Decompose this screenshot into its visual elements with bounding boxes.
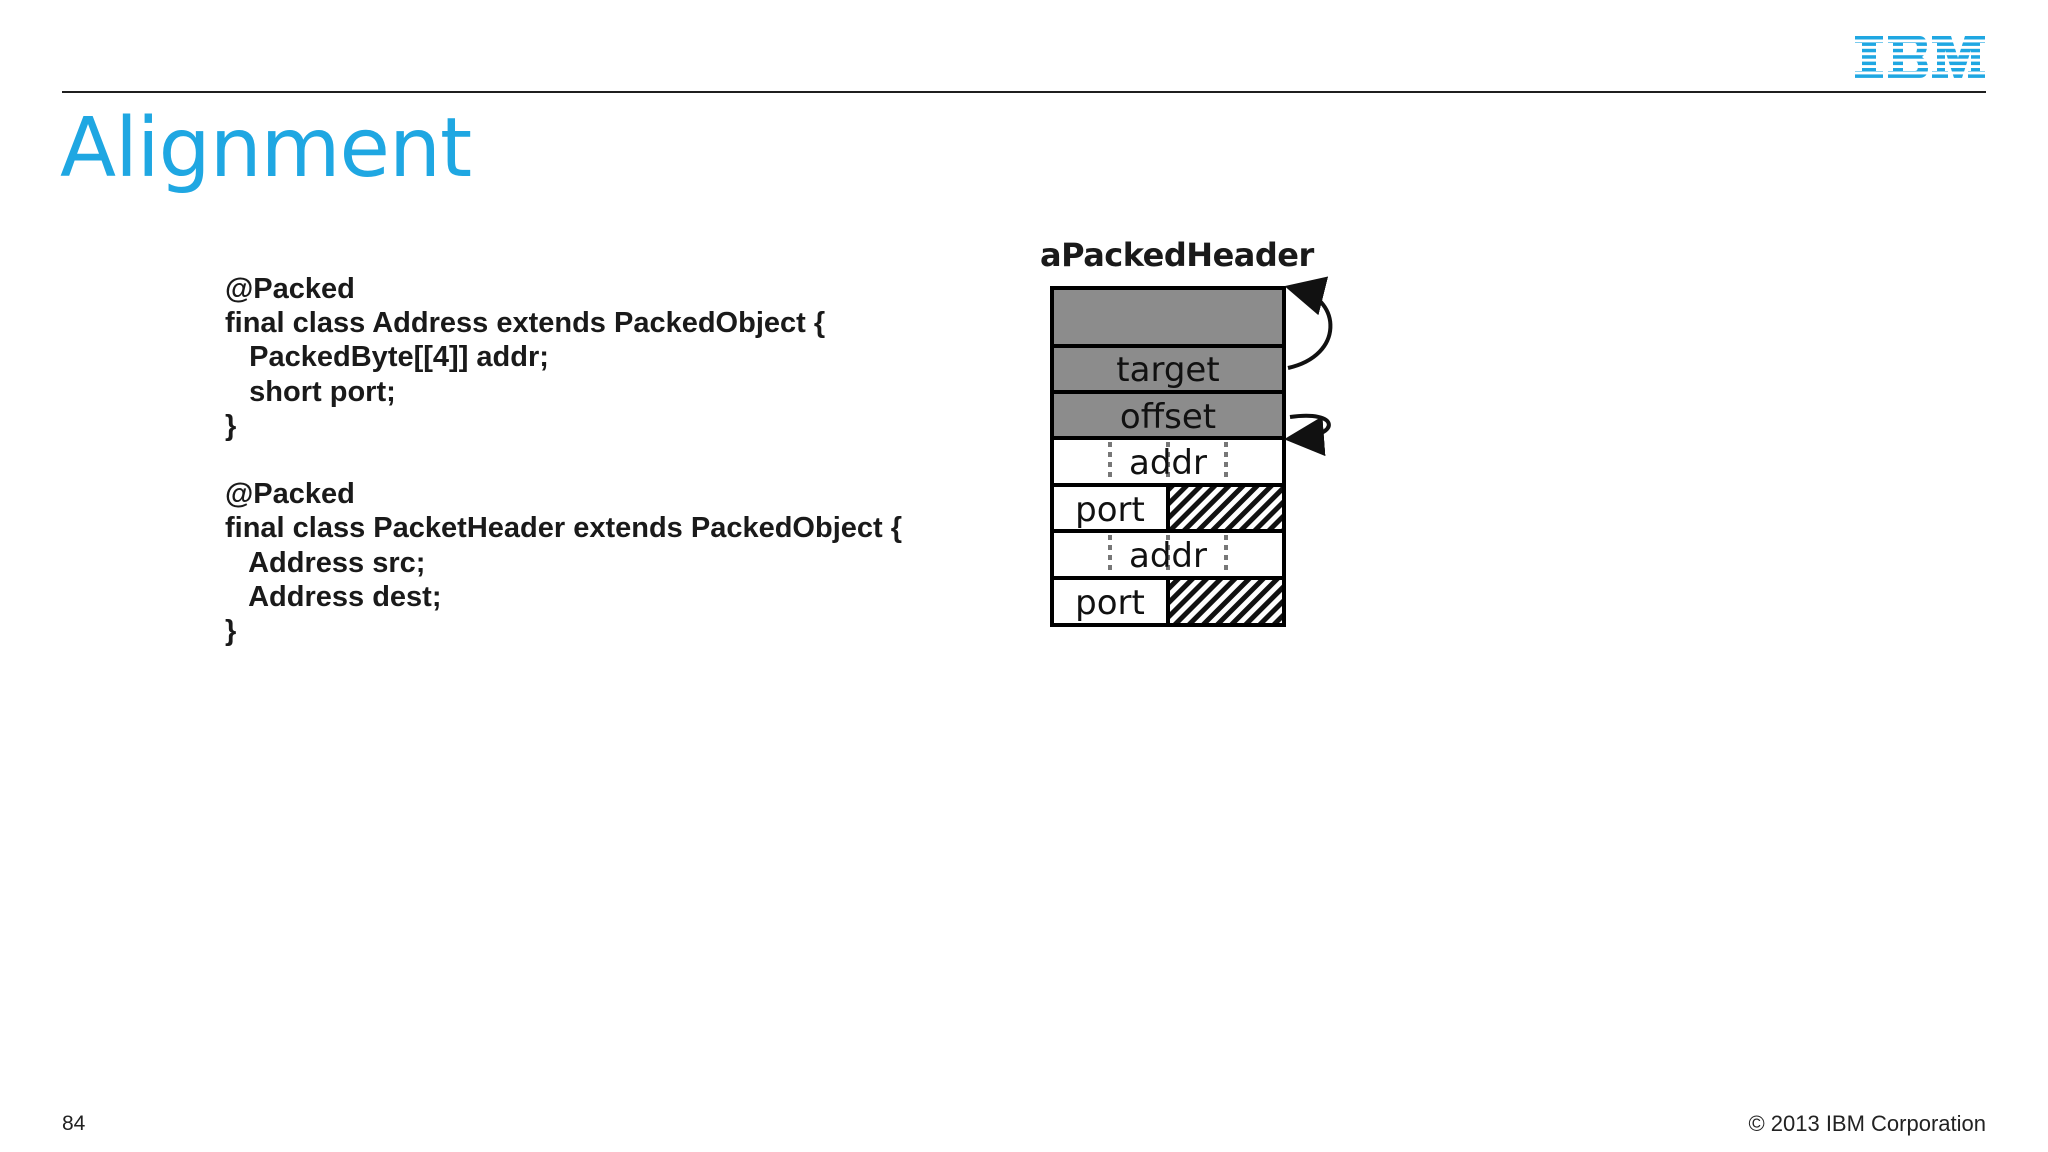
header-rule bbox=[62, 91, 1986, 93]
code-line: @Packed bbox=[225, 478, 355, 511]
code-line: short port; bbox=[225, 375, 396, 408]
port-cell bbox=[1050, 576, 1170, 627]
addr-label: addr bbox=[1129, 536, 1207, 576]
code-line bbox=[225, 443, 902, 477]
packed-header-diagram: target offset addr port addr port bbox=[1050, 276, 1333, 627]
port-label: port bbox=[1075, 490, 1145, 530]
ibm-logo bbox=[1855, 36, 1989, 85]
header-cell bbox=[1050, 286, 1286, 348]
code-line: PackedByte[[4]] addr; bbox=[225, 341, 549, 374]
padding-cell bbox=[1166, 483, 1286, 533]
code-block: @Packed final class Address extends Pack… bbox=[225, 272, 902, 648]
code-line: Address dest; bbox=[225, 580, 442, 613]
offset-pointer-arrow bbox=[1284, 413, 1331, 457]
code-line: final class Address extends PackedObject… bbox=[225, 307, 826, 340]
padding-cell bbox=[1166, 576, 1286, 627]
target-pointer-arrow bbox=[1284, 276, 1333, 370]
code-line: final class PacketHeader extends PackedO… bbox=[225, 512, 903, 545]
code-line: @Packed bbox=[225, 273, 355, 305]
diagram-title: aPackedHeader bbox=[1040, 236, 1314, 274]
offset-label: offset bbox=[1120, 397, 1216, 437]
copyright-notice: © 2013 IBM Corporation bbox=[1748, 1111, 1986, 1136]
code-line: } bbox=[225, 614, 237, 647]
target-cell bbox=[1050, 344, 1286, 394]
page-number: 84 bbox=[62, 1112, 86, 1135]
target-label: target bbox=[1116, 350, 1219, 390]
slide-title: Alignment bbox=[60, 101, 472, 196]
port-label: port bbox=[1075, 583, 1145, 623]
addr-label: addr bbox=[1129, 443, 1207, 483]
code-line: } bbox=[225, 409, 237, 442]
code-line: Address src; bbox=[225, 546, 426, 579]
